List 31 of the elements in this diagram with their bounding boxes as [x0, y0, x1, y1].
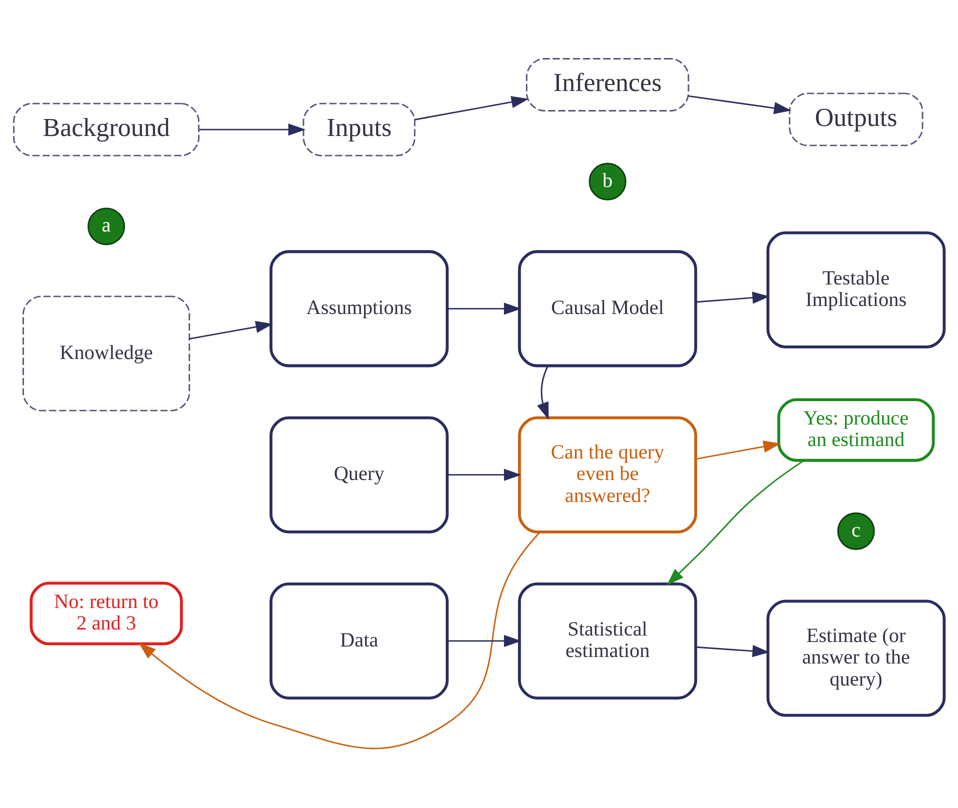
arrow: [696, 292, 770, 304]
node-circle: a: [88, 208, 126, 246]
node-circle: b: [588, 162, 626, 200]
node-box: Inputs: [302, 102, 416, 156]
node-box: Yes: produce an estimand: [777, 398, 935, 462]
node-box: Causal Model: [518, 250, 698, 368]
node-box: Statistical estimation: [518, 582, 698, 700]
arrow: [189, 320, 274, 340]
arrow: [448, 468, 522, 481]
node-box: Inferences: [526, 58, 690, 112]
arrow: [414, 96, 529, 120]
arrow: [138, 532, 541, 750]
arrow: [696, 645, 770, 658]
arrow: [199, 123, 306, 136]
node-box: Query: [270, 416, 449, 534]
arrow: [666, 460, 804, 586]
node-box: Knowledge: [22, 296, 190, 412]
node-box: Assumptions: [270, 250, 449, 368]
node-box: No: return to 2 and 3: [30, 582, 183, 646]
node-box: Background: [13, 102, 200, 156]
node-circle: c: [837, 512, 875, 550]
arrow: [537, 365, 549, 420]
node-box: Testable Implications: [766, 231, 946, 348]
node-box: Estimate (or answer to the query): [766, 600, 946, 717]
arrow: [688, 95, 792, 114]
node-box: Can the query even be answered?: [518, 416, 698, 534]
node-box: Outputs: [788, 92, 924, 146]
arrow: [448, 302, 522, 315]
arrow: [448, 634, 522, 648]
arrow: [696, 440, 781, 460]
node-box: Data: [270, 582, 449, 700]
